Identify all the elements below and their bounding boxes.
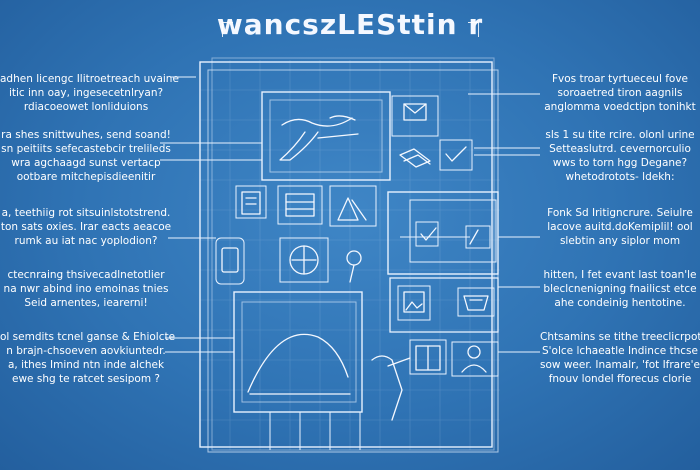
right-annotation-line: Fonk Sd Iritigncrure. Seiulre [547, 207, 693, 219]
server-rack-icon [285, 193, 315, 217]
right-annotation-line: Setteaslutrd. cevernorculio [549, 143, 691, 155]
left-annotation-line: n brajn-chsoeven aovkiuntedr. [6, 345, 166, 357]
left-annotation-1: adhen licengc Ilitroetreach uvaine itic i… [0, 72, 179, 114]
left-annotation-line: rumk au iat nac yoplodion? [14, 235, 158, 247]
basket-icon [463, 295, 489, 311]
page-title: wancszLESttin r [216, 8, 484, 41]
right-annotation-line: S'olce lchaeatle Indince thcse [541, 345, 698, 357]
right-annotation-line: wws to torn hgg Degane? [552, 157, 688, 169]
right-annotation-line: sow weer. Inamalr, 'fot Ifrare'e [540, 359, 700, 371]
globe-icon [289, 245, 319, 275]
right-annotation-1: Fvos troar tyrtueceul fove soroaetred tir… [540, 72, 700, 114]
left-annotation-line: ra shes snittwuhes, send soand! [1, 129, 171, 141]
right-annotation-4: hitten, I fet evant last toan'le bleclcn… [540, 268, 700, 310]
right-annotation-5: Chtsamins se tithe treeclicrpotis: S'olce… [540, 330, 700, 386]
right-annotation-line: soroaetred tiron aagnils [557, 87, 683, 99]
airplane-sketch-icon [279, 115, 359, 161]
left-annotation-3: a, teethiig rot sitsuinlstotstrend. ton s… [0, 206, 172, 248]
left-annotation-line: rdiacoeowet lonliduions [23, 101, 149, 113]
left-annotation-2: ra shes snittwuhes, send soand! sn peitii… [0, 128, 172, 184]
key-icon [346, 250, 362, 283]
left-annotation-line: sn peitiits sefecastebcir trelileds [1, 143, 171, 155]
teamwork-icon [371, 355, 411, 421]
right-annotation-line: slebtin any siplor mom [559, 235, 681, 247]
tablet-icon [221, 247, 239, 273]
left-annotation-line: itic inn oay, ingesecetnlryan? [8, 87, 164, 99]
right-annotation-line: lacove auitd.doKemiplil! ool [547, 221, 693, 233]
right-annotation-3: Fonk Sd Iritigncrure. Seiulre lacove auit… [540, 206, 700, 248]
books-icon [399, 148, 431, 168]
curve-chart-icon [247, 333, 351, 395]
right-annotation-line: Chtsamins se tithe treeclicrpotis: [540, 331, 700, 343]
left-annotation-line: wra agchaagd sunst vertacp [11, 157, 161, 169]
title-bracket-right [468, 22, 479, 37]
right-annotation-line: Fvos troar tyrtueceul fove [551, 73, 689, 85]
right-annotation-line: ahe condeinig hentotine. [554, 297, 686, 309]
left-annotation-4: ctecnraing thsivecadlnetotlier na nwr abi… [0, 268, 172, 310]
left-annotation-line: ol semdits tcnel ganse & Ehiolcte [0, 331, 176, 343]
monitor-check-icon [420, 227, 479, 245]
document-icon [241, 191, 261, 215]
gallery-icon [403, 291, 425, 313]
left-annotation-line: Seid arnentes, iearerni! [24, 297, 148, 309]
left-annotation-line: na nwr abind ino emoinas tnies [3, 283, 169, 295]
left-annotation-5: ol semdits tcnel ganse & Ehiolcte n brajn… [0, 330, 176, 386]
left-annotation-line: a, ithes Imind ntn inde alchek [7, 359, 165, 371]
left-annotation-line: adhen licengc Ilitroetreach uvaine [0, 73, 179, 85]
person-icon [461, 345, 487, 373]
right-annotation-line: anglomma voedctipn tonihkt [544, 101, 696, 113]
building-blocks-icon [337, 197, 367, 221]
left-annotation-line: ton sats oxies. Irar eacts aeacoe [0, 221, 172, 233]
building-icon [415, 345, 441, 371]
right-annotation-line: fnouv londel fforecus clorie [548, 373, 692, 385]
mail-icon [403, 103, 427, 121]
left-annotation-line: ctecnraing thsivecadlnetotlier [7, 269, 165, 281]
left-annotation-line: ewe shg te ratcet sesipom ? [12, 373, 160, 385]
left-annotation-line: a, teethiig rot sitsuinlstotstrend. [1, 207, 171, 219]
right-annotation-line: bleclcnenigning fnailicst etce [543, 283, 697, 295]
left-annotation-line: ootbare mitchepisdieenitir [16, 171, 156, 183]
right-annotation-line: sls 1 su tite rcire. olonl urine [545, 129, 695, 141]
right-annotation-line: hitten, I fet evant last toan'le [543, 269, 697, 281]
title-bracket-left [222, 22, 233, 37]
right-annotation-line: whetodrotots- ldekh: [565, 171, 675, 183]
checkbox-icon [445, 146, 467, 162]
